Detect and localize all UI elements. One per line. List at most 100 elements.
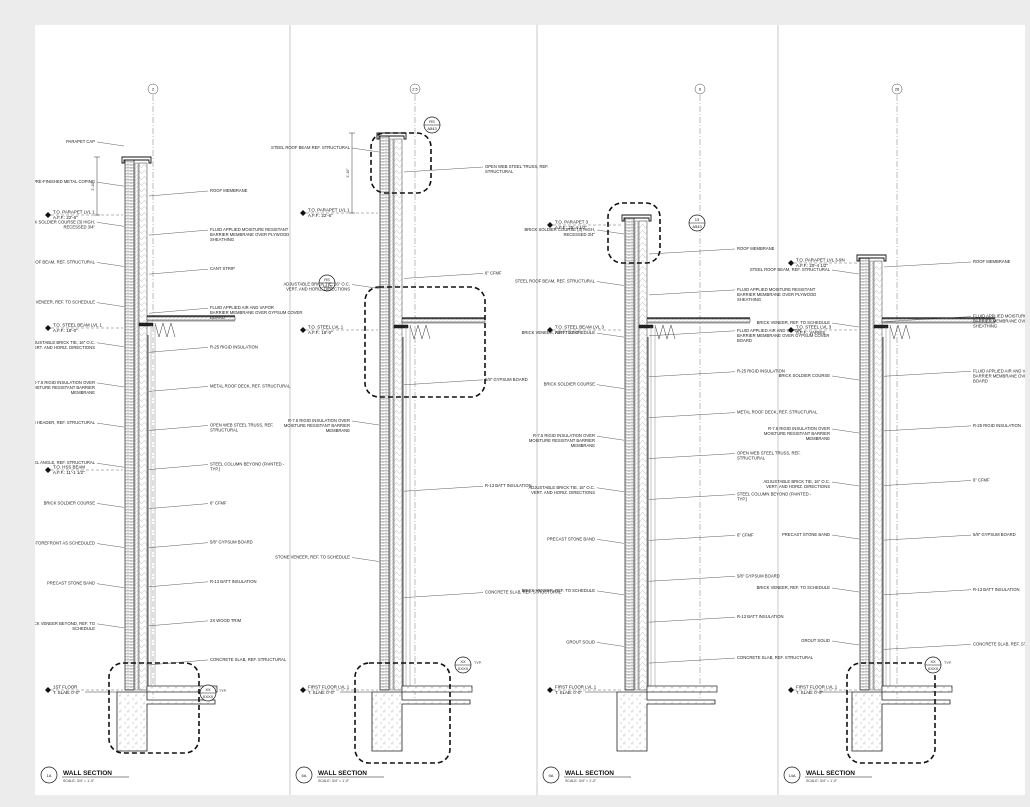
right-note-label: METAL ROOF DECK, REF. STRUCTURAL xyxy=(210,383,291,388)
concrete-slab xyxy=(646,685,718,693)
level-elevation: A.F.F.: VARIES xyxy=(796,330,825,335)
left-note-label: ADJUSTABLE BRICK TIE, 16" O.C.VERT. AND … xyxy=(35,340,95,350)
right-note-leader xyxy=(148,464,209,470)
left-note-label: BRICK SOLDIER COURSE xyxy=(44,500,96,505)
left-note-label: BRICK VENEER, REF. TO SCHEDULE xyxy=(757,585,831,590)
level-name: T.O. STEEL BEAM LVL 1 xyxy=(53,323,102,328)
level-elevation: A.F.F.: 18'-0" xyxy=(53,328,78,333)
left-note-label: PRECAST STONE BAND xyxy=(47,581,95,586)
brick-veneer xyxy=(859,254,870,691)
detail-bubble-sheet: A543 xyxy=(427,126,437,131)
detail-bubble-sheet: A543 xyxy=(322,284,332,289)
left-note-label: BRICK SOLDIER COURSE xyxy=(544,382,596,387)
left-note-leader xyxy=(831,322,860,328)
right-note-label: CONCRETE SLAB, REF. STRUCTURAL xyxy=(973,641,1025,646)
section-scale: SCALE: 3/4" = 1'-0" xyxy=(565,779,597,783)
roof-insulation xyxy=(646,318,751,323)
left-note-leader xyxy=(351,284,380,289)
right-note-leader xyxy=(883,425,972,432)
level-elevation: A.F.F.: 25'-4 1/2" xyxy=(555,225,587,230)
left-note-label: LVL BEAM HEADER, REF. STRUCTURAL xyxy=(35,420,96,425)
detail-callout-cloud xyxy=(108,662,200,754)
right-note-leader xyxy=(148,503,209,509)
left-note-leader xyxy=(831,534,860,540)
level-marker-icon xyxy=(547,687,553,693)
grid-label: 6 xyxy=(699,87,702,92)
level-marker-icon xyxy=(300,687,306,693)
left-note-label: STEEL ANGLE, REF. STRUCTURAL xyxy=(35,460,96,465)
foundation xyxy=(851,691,951,752)
level-name: T.O. STEEL LVL 3 xyxy=(796,325,832,330)
left-note-label: PRECAST STONE BAND xyxy=(782,532,830,537)
level-elevation: A.F.F.: 22'-6" xyxy=(53,215,78,220)
open-web-truss xyxy=(654,324,676,340)
level-elevation: T. SLAB: 0'-0" xyxy=(796,690,823,695)
left-note-leader xyxy=(96,302,125,307)
right-note-leader xyxy=(883,534,972,541)
right-note-leader xyxy=(648,657,736,664)
right-note-label: 6" CFMF xyxy=(485,270,502,275)
detail-callout-cloud xyxy=(370,132,432,194)
detail-bubble-number: RS xyxy=(429,119,435,124)
grid-bubble xyxy=(694,83,706,95)
level-elevation: A.F.F.: 18'-0" xyxy=(308,330,333,335)
steel-roof-beam xyxy=(393,324,409,329)
level-name: T.O. PARAPET LVL 1 xyxy=(53,210,95,215)
level-name: T.O. PARAPET 3 xyxy=(555,220,589,225)
right-note-label: METAL ROOF DECK, REF. STRUCTURAL xyxy=(737,410,818,415)
open-web-truss xyxy=(154,322,176,338)
left-note-label: PARAPET CAP xyxy=(66,139,95,144)
section-title: WALL SECTION xyxy=(318,770,367,777)
right-note-label: 6" CFMF xyxy=(210,501,227,506)
right-note-leader xyxy=(403,592,484,598)
level-name: T.O. PARAPET LVL 3-9N xyxy=(796,258,845,263)
detail-bubble-number: 13 xyxy=(695,217,700,222)
left-note-leader xyxy=(596,384,625,389)
right-note-leader xyxy=(883,589,972,595)
detail-bubble-note: TYP. xyxy=(219,689,227,693)
level-elevation: T. SLAB: 0'-0" xyxy=(53,690,80,695)
right-note-label: CONCRETE SLAB, REF. STRUCTURAL xyxy=(737,655,814,660)
detail-callout-cloud xyxy=(364,286,486,398)
concrete-slab xyxy=(881,685,953,693)
detail-bubble-note: TYP. xyxy=(474,661,482,665)
left-note-leader xyxy=(96,422,125,428)
right-note-label: R-25 RIGID INSULATION xyxy=(973,423,1021,428)
foundation xyxy=(616,691,716,752)
right-note-leader xyxy=(648,453,736,459)
right-note-leader xyxy=(648,289,736,296)
left-note-leader xyxy=(96,503,125,508)
cfmf-stud-batt xyxy=(138,162,148,691)
left-note-leader xyxy=(96,463,125,468)
right-note-label: ROOF MEMBRANE xyxy=(210,188,248,193)
level-marker-icon xyxy=(300,210,306,216)
right-note-leader xyxy=(883,316,972,322)
section-id: 5A xyxy=(302,773,307,778)
right-note-label: CANT STRIP xyxy=(210,266,235,271)
right-note-leader xyxy=(883,480,972,486)
parapet-cap xyxy=(121,156,152,164)
level-marker-icon xyxy=(788,260,794,266)
left-note-leader xyxy=(831,375,860,381)
section-scale: SCALE: 3/4" = 1'-0" xyxy=(806,779,838,783)
parapet-cap xyxy=(621,214,652,222)
left-note-leader xyxy=(96,623,125,629)
right-note-label: R-13 BATT INSULATION xyxy=(485,483,532,488)
left-note-leader xyxy=(351,420,380,426)
cfmf-stud-batt xyxy=(873,260,883,691)
left-note-label: BRICK SOLDIER COURSE (3) HIGH,RECESSED 3… xyxy=(35,219,96,229)
right-note-label: 5/8" GYPSUM BOARD xyxy=(737,573,780,578)
parapet-cap xyxy=(856,254,887,262)
detail-bubble-note: TYP. xyxy=(944,661,952,665)
right-note-leader xyxy=(883,371,972,377)
left-note-label: BRICK VENEER, REF. TO SCHEDULE xyxy=(35,300,95,305)
detail-bubble-sheet: XXXX xyxy=(928,666,939,671)
right-note-leader xyxy=(648,248,736,255)
right-note-label: R-13 BATT INSULATION xyxy=(737,614,784,619)
roof-insulation xyxy=(146,316,236,321)
left-note-label: ADJUSTABLE BRICK TIE, 16" O.C.VERT. AND … xyxy=(764,479,831,489)
